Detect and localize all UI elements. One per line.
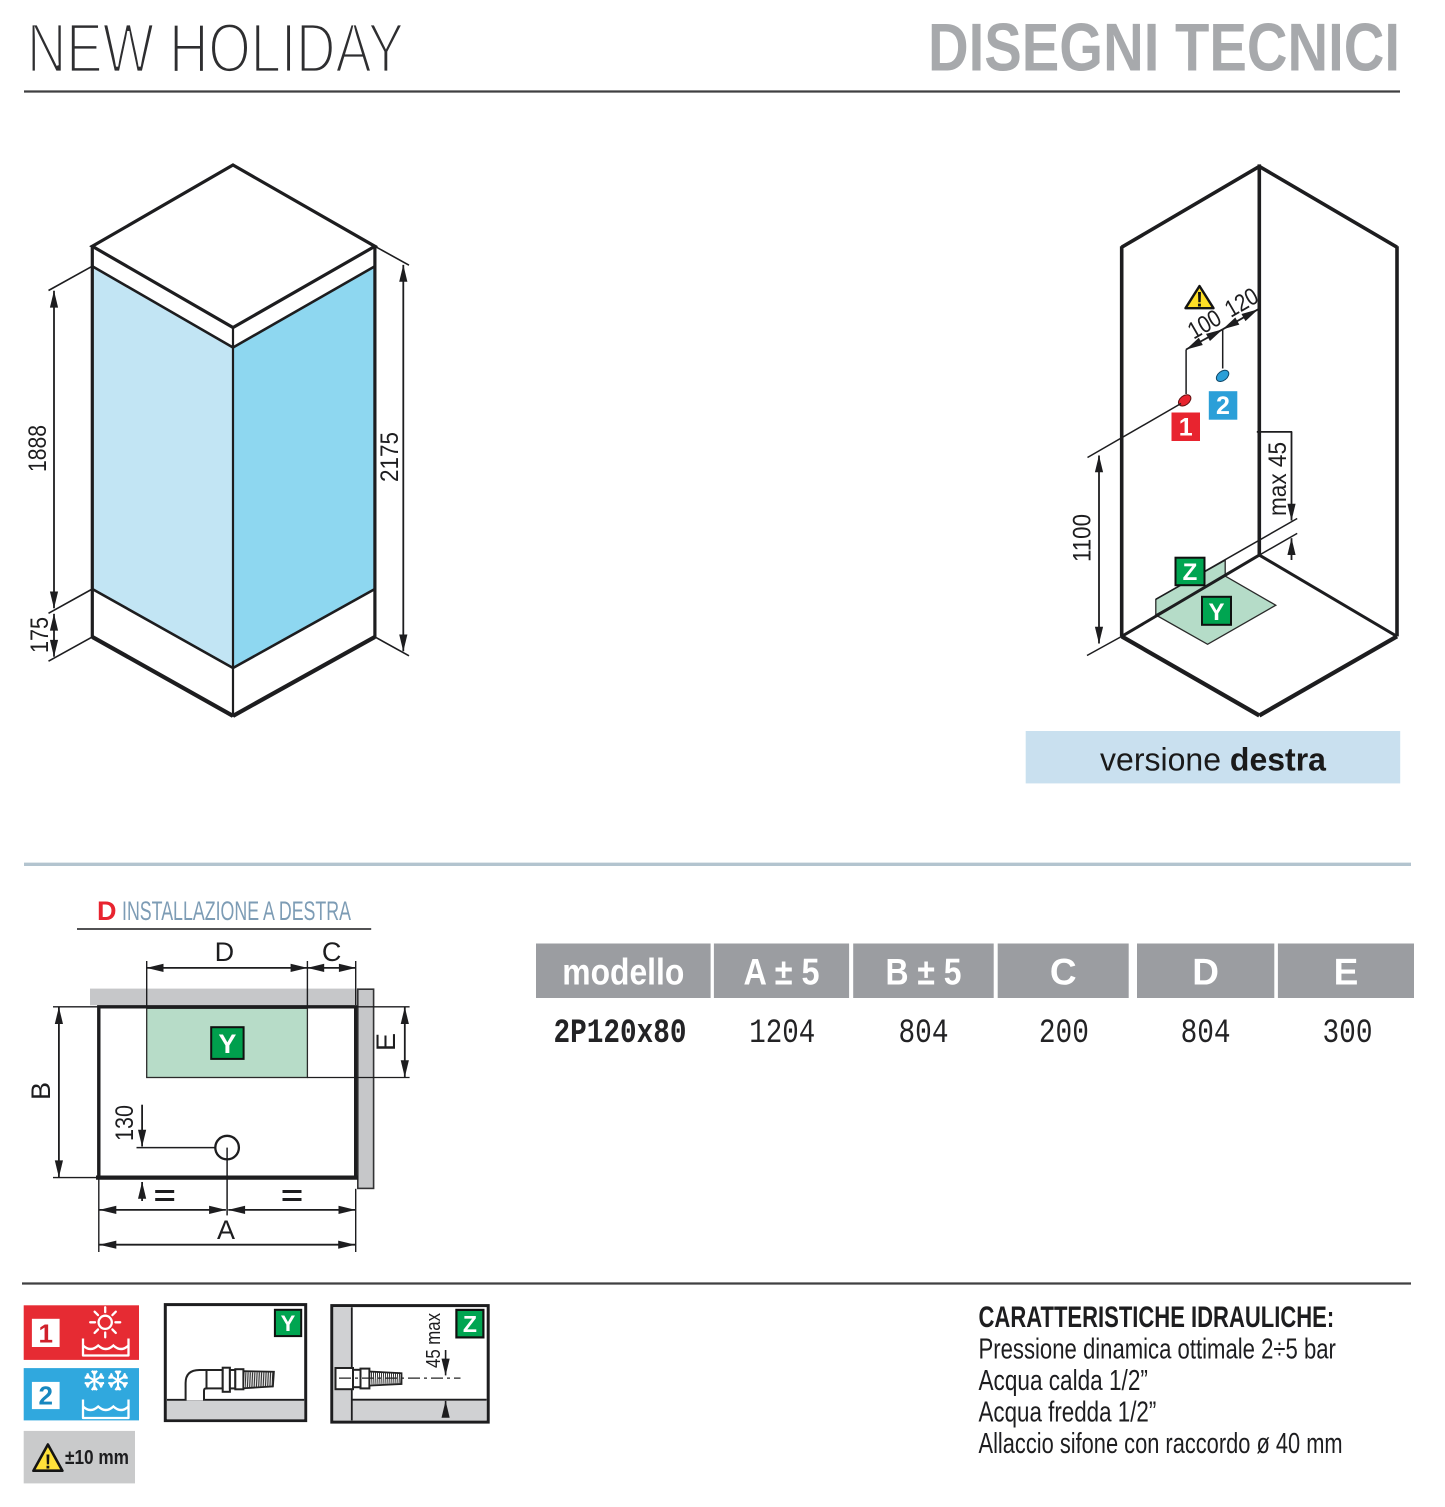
svg-text:200: 200 [1039,1015,1089,1053]
svg-text:Y: Y [281,1311,296,1336]
svg-text:1204: 1204 [749,1015,815,1053]
svg-text:NEW HOLIDAY: NEW HOLIDAY [27,9,404,87]
svg-text:E: E [371,1033,401,1051]
svg-text:!: ! [1196,289,1203,312]
svg-text:130: 130 [111,1105,139,1141]
svg-text:Z: Z [463,1311,477,1337]
svg-text:1100: 1100 [1069,514,1097,562]
svg-text:D: D [1192,952,1219,993]
svg-text:Y: Y [218,1029,236,1059]
svg-text:C: C [1050,952,1077,993]
svg-text:B: B [26,1082,56,1100]
svg-text:A ± 5: A ± 5 [744,952,820,993]
svg-text:2: 2 [38,1380,52,1410]
svg-text:C: C [322,937,342,967]
svg-text:2175: 2175 [376,432,404,482]
svg-text:45 max: 45 max [423,1313,445,1368]
svg-text:300: 300 [1323,1015,1373,1053]
svg-text:CARATTERISTICHE IDRAULICHE:: CARATTERISTICHE IDRAULICHE: [979,1301,1335,1334]
svg-text:E: E [1334,952,1359,993]
svg-text:±10 mm: ±10 mm [65,1447,129,1469]
svg-text:1: 1 [38,1318,52,1348]
svg-text:modello: modello [562,952,684,993]
svg-text:1888: 1888 [24,425,52,472]
svg-text:A: A [217,1215,235,1245]
svg-text:D: D [215,937,235,967]
svg-text:Allaccio sifone con raccordo ø: Allaccio sifone con raccordo ø 40 mm [979,1428,1343,1460]
svg-text:175: 175 [26,617,54,653]
svg-text:804: 804 [899,1015,949,1053]
svg-text:DISEGNI TECNICI: DISEGNI TECNICI [928,10,1400,86]
svg-text:INSTALLAZIONE A DESTRA: INSTALLAZIONE A DESTRA [122,896,351,926]
svg-text:Acqua fredda 1/2”: Acqua fredda 1/2” [979,1397,1157,1429]
svg-text:1: 1 [1179,414,1193,442]
svg-text:804: 804 [1181,1015,1231,1053]
svg-text:2P120x80: 2P120x80 [554,1015,687,1053]
svg-text:Y: Y [1208,599,1224,626]
svg-text:B ± 5: B ± 5 [885,952,961,993]
svg-text:Z: Z [1183,559,1198,586]
svg-text:!: ! [45,1452,52,1474]
svg-text:D: D [97,896,117,926]
svg-text:max 45: max 45 [1264,442,1292,516]
svg-text:Acqua calda 1/2”: Acqua calda 1/2” [979,1365,1148,1397]
svg-text:2: 2 [1216,392,1230,420]
svg-text:versione destra: versione destra [1100,742,1326,778]
svg-text:Pressione dinamica ottimale 2÷: Pressione dinamica ottimale 2÷5 bar [979,1334,1337,1366]
